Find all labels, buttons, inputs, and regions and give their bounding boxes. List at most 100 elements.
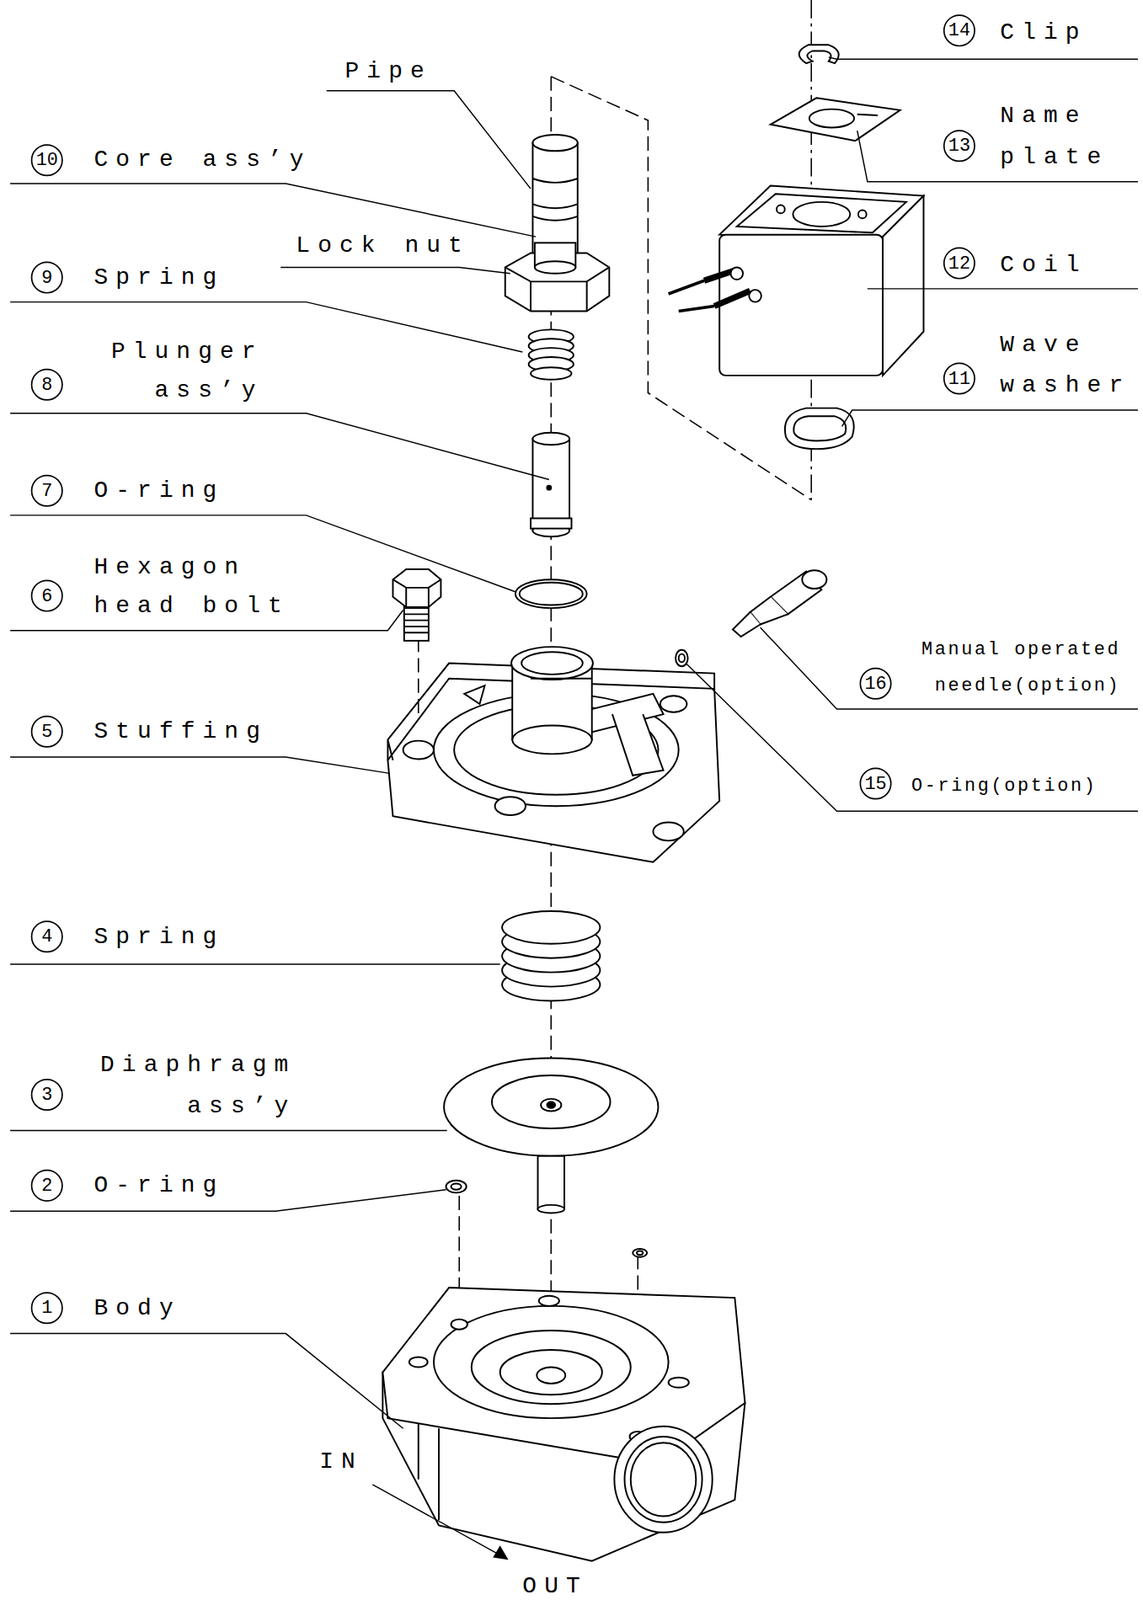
drawing-path (793, 416, 846, 441)
drawing-ellipse (538, 1205, 566, 1214)
part-label: O-ring (93, 476, 225, 506)
drawing-rect (532, 438, 570, 531)
drawing-rect (538, 1156, 566, 1210)
callout-number: 8 (26, 371, 68, 399)
drawing-path (530, 678, 593, 680)
part-label: OUT (522, 1572, 588, 1600)
drawing-ellipse (521, 651, 583, 675)
drawing-ellipse (511, 646, 593, 680)
drawing-ellipse (471, 1330, 631, 1405)
drawing-path (280, 267, 511, 273)
drawing-path (404, 608, 429, 633)
drawing-ellipse (500, 1350, 603, 1395)
drawing-rect (530, 518, 572, 529)
drawing-path (842, 410, 1138, 427)
callout-number: 2 (26, 1172, 68, 1200)
drawing-ellipse (614, 1426, 712, 1533)
callout-number: 1 (26, 1295, 68, 1323)
part-label: IN (319, 1447, 364, 1477)
callout-number: 16 (854, 670, 896, 698)
drawing-path (10, 1190, 446, 1212)
drawing-path (418, 1423, 439, 1521)
drawing-circle (731, 267, 744, 280)
drawing-ellipse (678, 654, 685, 663)
part-label: Core ass’y (93, 145, 311, 175)
part-label: Stuffing (93, 717, 268, 747)
callout-number: 4 (26, 923, 68, 951)
drawing-path (867, 288, 1138, 289)
drawing-ellipse (445, 1180, 466, 1194)
drawing-path (326, 90, 531, 189)
drawing-path (828, 57, 1138, 59)
drawing-rect (719, 235, 883, 376)
callout-number: 7 (26, 477, 68, 505)
drawing-ellipse (624, 1436, 702, 1523)
part-label: O-ring (93, 1171, 225, 1201)
drawing-ellipse (443, 1057, 658, 1156)
drawing-path (392, 569, 441, 608)
drawing-path (732, 612, 761, 637)
drawing-ellipse (403, 741, 434, 760)
callout-number: 15 (854, 770, 896, 798)
callout-number: 6 (26, 582, 68, 610)
part-label: Clip (999, 18, 1087, 48)
drawing-ellipse (801, 570, 827, 589)
drawing-path (532, 178, 577, 221)
drawing-path (10, 302, 523, 353)
drawing-ellipse (668, 1378, 690, 1389)
callout-number: 13 (939, 133, 980, 161)
drawing-path (493, 1547, 508, 1560)
callout-number: 14 (939, 17, 980, 45)
drawing-path (372, 1484, 508, 1560)
drawing-ellipse (540, 1099, 561, 1112)
drawing-ellipse (652, 822, 684, 842)
drawing-ellipse (546, 1102, 556, 1109)
callout-number: 12 (939, 250, 980, 278)
part-label: Plunger ass’y (95, 332, 264, 411)
part-label: Lock nut (295, 231, 470, 261)
drawing-group (32, 15, 976, 1324)
drawing-ellipse (433, 1306, 669, 1419)
callout-number: 11 (939, 365, 980, 393)
drawing-ellipse (536, 1367, 566, 1384)
drawing-rect (532, 143, 577, 271)
drawing-ellipse (409, 1356, 428, 1368)
drawing-path (10, 515, 516, 593)
drawing-circle (858, 210, 867, 219)
drawing-path (505, 252, 610, 311)
drawing-ellipse (630, 1442, 697, 1517)
drawing-path (10, 1334, 403, 1430)
drawing-ellipse (532, 432, 570, 446)
drawing-path (785, 408, 855, 449)
drawing-group (10, 57, 1138, 1560)
drawing-ellipse (491, 1075, 611, 1129)
part-label: Coil (999, 251, 1087, 280)
drawing-path (760, 627, 1138, 710)
drawing-path (10, 757, 390, 774)
drawing-ellipse (512, 725, 593, 754)
part-label: O-ring(option) (911, 771, 1098, 801)
drawing-ellipse (809, 109, 855, 129)
drawing-path (10, 1130, 448, 1132)
drawing-path (10, 413, 550, 481)
drawing-ellipse (539, 1296, 560, 1307)
part-label: Diaphragm ass’y (86, 1045, 296, 1127)
drawing-path (770, 97, 901, 141)
part-label: Hexagon head bolt (93, 548, 298, 626)
drawing-path (668, 280, 716, 311)
drawing-path (10, 963, 501, 965)
drawing-ellipse (534, 261, 576, 274)
drawing-ellipse (636, 1250, 643, 1256)
drawing-path (10, 183, 536, 237)
callout-number: 10 (26, 146, 68, 174)
part-label: Manual operated needle(option) (911, 630, 1121, 705)
drawing-path (857, 114, 878, 116)
drawing-path (464, 685, 485, 705)
drawing-ellipse (495, 796, 526, 816)
drawing-ellipse (451, 1183, 462, 1190)
drawing-ellipse (532, 134, 577, 151)
drawing-group (382, 44, 924, 1561)
drawing-ellipse (530, 367, 572, 380)
